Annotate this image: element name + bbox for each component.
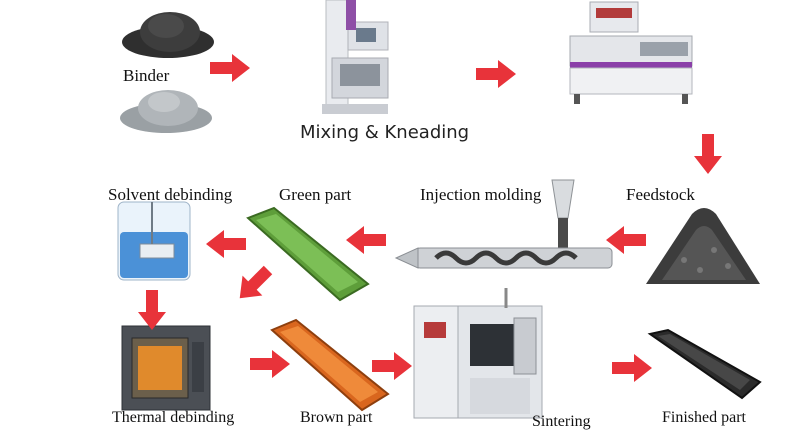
label-binder: Binder [123, 66, 170, 85]
arrow-brown-to-sintering [372, 352, 412, 380]
sintering-furnace-image [413, 288, 543, 419]
solvent-beaker-image [117, 201, 191, 281]
arrow-injection-to-green [346, 226, 386, 254]
arrow-green-down [229, 260, 278, 309]
brown-part-image [270, 318, 390, 412]
mixer-machine-image [322, 0, 389, 114]
label-green-part: Green part [279, 185, 352, 204]
thermal-oven-image [121, 325, 211, 411]
injection-screw-image [394, 179, 613, 269]
arrow-mixer-to-extruder [476, 60, 516, 88]
label-feedstock: Feedstock [626, 185, 695, 204]
arrow-thermal-to-brown [250, 350, 290, 378]
arrow-sintering-to-finished [612, 354, 652, 382]
arrows-layer [138, 54, 722, 382]
label-mixing-kneading: Mixing & Kneading [300, 122, 470, 143]
arrow-extruder-to-feedstock [694, 134, 722, 174]
binder-powder-image [120, 90, 212, 133]
label-solvent-debinding: Solvent debinding [108, 185, 233, 204]
arrow-feedstock-to-injection [606, 226, 646, 254]
extruder-machine-image [569, 1, 693, 104]
arrow-binder-to-mixer [210, 54, 250, 82]
feedstock-pellets-image [646, 208, 760, 284]
arrow-solvent-to-thermal [138, 290, 166, 330]
green-part-image [246, 206, 370, 302]
label-injection-molding: Injection molding [420, 185, 542, 204]
arrow-green-to-solvent [206, 230, 246, 258]
mim-process-diagram: Binder Mixing & Kneading Feedstock Injec… [108, 0, 762, 430]
finished-part-image [647, 328, 762, 400]
metal-powder-image [122, 12, 214, 58]
